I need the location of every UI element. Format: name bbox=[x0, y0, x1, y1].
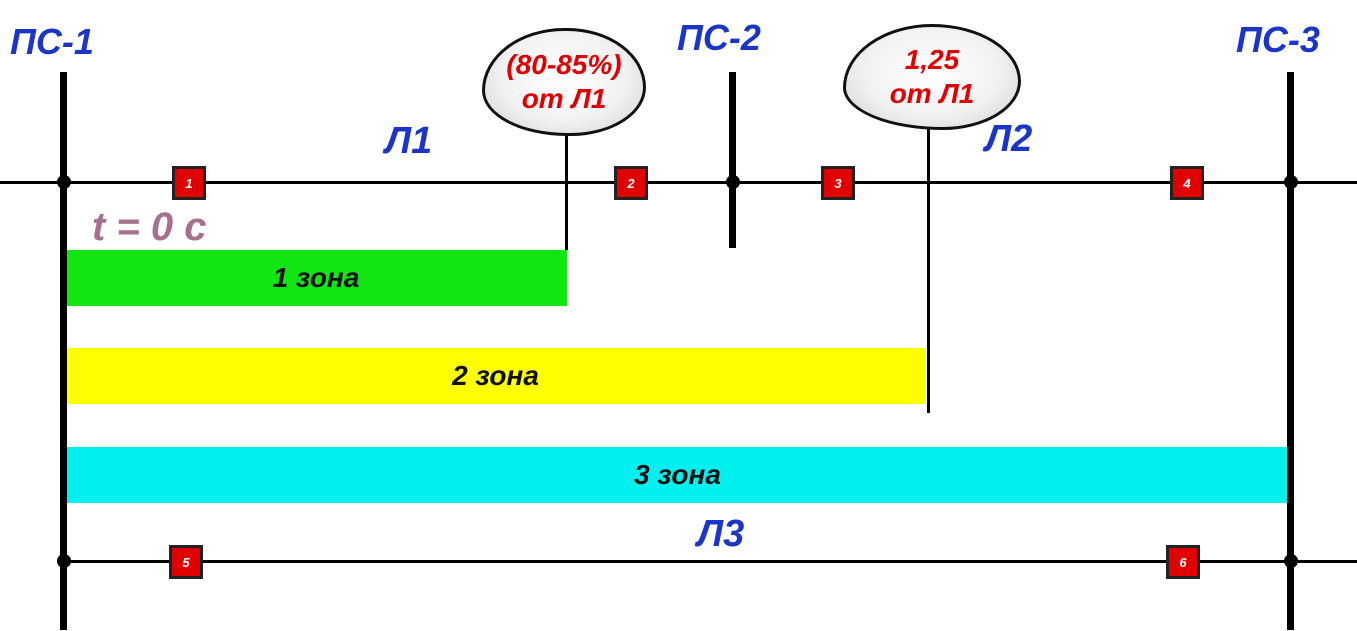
line-label-l2: Л2 bbox=[985, 118, 1033, 160]
callout-zone-2-reach-line1: 1,25 bbox=[904, 44, 960, 76]
breaker-1: 1 bbox=[172, 166, 206, 200]
time-label: t = 0 с bbox=[92, 205, 207, 249]
bus-ps2 bbox=[729, 72, 736, 248]
breaker-6: 6 bbox=[1166, 545, 1200, 579]
zone-3-bar: 3 зона bbox=[65, 447, 1290, 503]
substation-label-ps3: ПС-3 bbox=[1236, 19, 1320, 60]
line-l3-conductor bbox=[58, 560, 1357, 563]
substation-label-ps1: ПС-1 bbox=[10, 21, 94, 62]
callout-zone-1-reach-line1: (80-85%) bbox=[506, 49, 622, 81]
node-ps3-bottom bbox=[1284, 554, 1298, 568]
breaker-3: 3 bbox=[821, 166, 855, 200]
zone-1-bar: 1 зона bbox=[65, 250, 567, 306]
breaker-5: 5 bbox=[169, 545, 203, 579]
callout-zone-1-reach-line2: от Л1 bbox=[521, 83, 607, 114]
zone-3-label: 3 зона bbox=[634, 459, 721, 490]
bus-ps1 bbox=[60, 72, 67, 630]
bus-ps3 bbox=[1287, 72, 1294, 630]
node-ps1-bottom bbox=[57, 554, 71, 568]
callout-zone-2-reach: 1,25 от Л1 bbox=[843, 24, 1021, 130]
zone-1-label: 1 зона bbox=[272, 262, 360, 293]
node-ps3-top bbox=[1284, 175, 1298, 189]
line-label-l3: Л3 bbox=[697, 513, 745, 555]
line-label-l1: Л1 bbox=[385, 120, 433, 162]
breaker-4: 4 bbox=[1170, 166, 1204, 200]
callout-zone-1-reach: (80-85%) от Л1 bbox=[482, 28, 646, 136]
zone-2-reach-marker bbox=[927, 125, 930, 413]
line-l1-l2-conductor bbox=[0, 181, 1357, 184]
node-ps2 bbox=[726, 175, 740, 189]
breaker-2: 2 bbox=[614, 166, 648, 200]
substation-label-ps2: ПС-2 bbox=[677, 17, 761, 58]
zone-2-label: 2 зона bbox=[452, 360, 539, 391]
zone-2-bar: 2 зона bbox=[65, 348, 926, 404]
callout-zone-2-reach-line2: от Л1 bbox=[889, 78, 975, 109]
node-ps1-top bbox=[57, 175, 71, 189]
zone-1-reach-marker bbox=[565, 132, 568, 250]
